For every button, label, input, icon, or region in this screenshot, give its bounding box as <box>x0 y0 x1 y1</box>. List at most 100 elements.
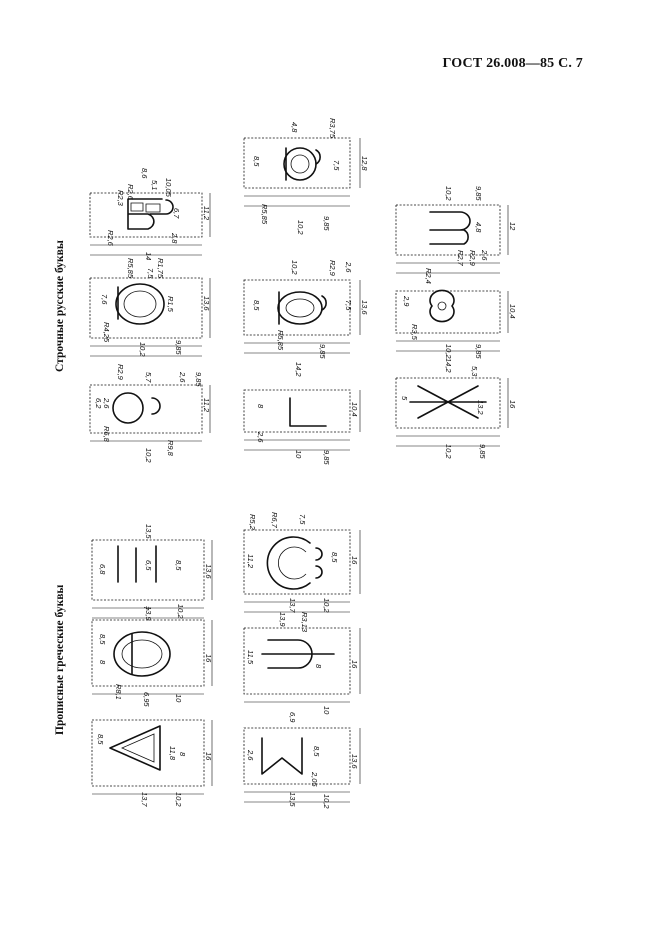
dim-greek-c-3: 11,2 <box>246 554 255 569</box>
dim-sm-4: 12,8 <box>360 156 369 171</box>
dim-ph-8: 14,2 <box>294 362 303 377</box>
glyph-greek-o <box>113 631 171 677</box>
dim-b-5: R2,6 <box>106 230 115 247</box>
dim-greek-w-6: 10,2 <box>322 794 331 809</box>
frame-greek-i <box>91 539 205 601</box>
frame-greek-o <box>91 619 205 687</box>
dim-greek-d-5: 10,2 <box>174 792 183 807</box>
dim-e-1: 5,7 <box>144 372 153 383</box>
dim-greek-o-1: 8,5 <box>98 634 107 645</box>
dim-greek-d-2: 8 <box>178 752 187 757</box>
dim-greek-c-5: 16 <box>350 556 359 565</box>
dim-zh-0: 14,2 <box>444 358 453 373</box>
dim-e-9: R9,8 <box>166 440 175 457</box>
dim-greek-d-0: 8,5 <box>96 734 105 745</box>
glyph-g <box>289 397 327 427</box>
glyph-greek-d <box>109 725 161 771</box>
dim-greek-o-5: 6,95 <box>142 692 151 707</box>
dim-zh-5: 10,2 <box>444 444 453 459</box>
dim-b-0: R2,3 <box>116 190 125 207</box>
frame-greek-c <box>243 529 351 595</box>
dim-o-2: R1,75 <box>156 258 165 279</box>
dim-greek-c-2: 7,5 <box>298 514 307 525</box>
dim-sm-5: R5,85 <box>260 204 269 225</box>
dim-ya-5: R2,9 <box>468 250 477 267</box>
dim-o-6: 13,6 <box>202 296 211 311</box>
dim-ph-5: 13,6 <box>360 300 369 315</box>
dim-ph-4: 7,5 <box>344 300 353 311</box>
dim-x-1: 2,9 <box>402 295 411 307</box>
dim-g-4: 9,85 <box>322 450 331 465</box>
dim-e-2: 2,6 <box>178 371 187 383</box>
dim-greek-c-0: R5,2 <box>248 514 257 531</box>
dim-greek-i-1: 6,8 <box>98 564 107 575</box>
dim-e-3: 9,85 <box>194 372 203 387</box>
dim-ph-6: R5,85 <box>276 330 285 351</box>
dim-greek-i-4: 13,6 <box>204 564 213 579</box>
dim-greek-o-4: R8,1 <box>114 684 123 700</box>
dim-greek-psi-3: 8 <box>314 664 323 669</box>
dim-ya-2: 4,8 <box>474 222 483 233</box>
glyph-sm <box>283 147 317 181</box>
dim-greek-c-4: 8,5 <box>330 552 339 563</box>
dim-greek-o-6: 10 <box>174 694 183 703</box>
dim-e-7: R6,8 <box>102 426 111 443</box>
dim-zh-4: 16 <box>508 400 517 409</box>
glyph-o <box>115 283 165 325</box>
dim-greek-c-7: 10,2 <box>322 598 331 613</box>
dim-greek-c-6: 13,7 <box>288 598 297 613</box>
dim-greek-d-3: 16 <box>204 752 213 761</box>
dim-e-5: 2,6 <box>102 397 111 409</box>
dim-b-8: 2,8 <box>170 232 179 244</box>
letter-glyphs <box>109 147 487 775</box>
glyph-greek-w <box>261 737 303 775</box>
dim-x-4: 10,2 <box>444 344 453 359</box>
dim-o-5: R1,5 <box>166 296 175 313</box>
dim-greek-i-3: 8,5 <box>174 560 183 571</box>
dim-greek-o-0: 13,9 <box>144 606 153 621</box>
dim-b-1: 8,6 <box>140 168 149 179</box>
glyph-greek-i <box>117 545 157 583</box>
dim-o-4: 7,6 <box>100 294 109 305</box>
dim-e-4: 6,2 <box>94 398 103 409</box>
frame-o <box>89 277 203 339</box>
dim-greek-i-6: 10,2 <box>176 604 185 619</box>
frame-greek-w <box>243 727 351 785</box>
dim-sm-6: 10,2 <box>296 220 305 235</box>
dim-greek-psi-1: R3,13 <box>300 612 309 633</box>
dim-greek-i-2: 6,5 <box>144 560 153 571</box>
dim-o-3: 7,5 <box>146 268 155 279</box>
dim-ya-0: 10,2 <box>444 186 453 201</box>
dim-b-3: 5,1 <box>150 180 159 190</box>
frame-ph <box>243 279 351 336</box>
dim-ph-3: 8,5 <box>252 300 261 311</box>
dim-zh-3: 13,2 <box>476 400 485 415</box>
frame-ya <box>395 204 501 256</box>
dim-g-3: 10 <box>294 450 303 459</box>
dim-greek-i-0: 13,5 <box>144 524 153 539</box>
dim-greek-psi-5: 10 <box>322 706 331 715</box>
dim-x-0: R2,4 <box>424 268 433 284</box>
page-header: ГОСТ 26.008—85 С. 7 <box>442 56 583 71</box>
dim-ya-6: 2,6 <box>480 249 489 261</box>
glyph-b <box>127 198 174 230</box>
dim-greek-d-4: 13,7 <box>140 792 149 807</box>
glyph-greek-c <box>266 536 311 590</box>
frame-sm <box>243 137 351 189</box>
dim-greek-psi-0: 13,9 <box>278 612 287 627</box>
dim-g-1: 10,4 <box>350 402 359 417</box>
dim-x-3: R3,5 <box>410 324 419 341</box>
dim-o-1: 14 <box>144 252 153 260</box>
glyph-zh <box>409 385 487 419</box>
dim-greek-w-4: 2,05 <box>310 771 319 787</box>
dim-sm-2: 8,5 <box>252 156 261 167</box>
glyph-e <box>112 392 161 424</box>
dim-greek-c-1: R6,7 <box>270 512 279 529</box>
dim-greek-psi-2: 11,5 <box>246 650 255 665</box>
dim-greek-w-1: 2,6 <box>246 749 255 761</box>
dim-sm-7: 9,85 <box>322 216 331 231</box>
dim-sm-1: R3,75 <box>328 118 337 139</box>
dim-ya-3: 12 <box>508 222 517 231</box>
dim-e-6: 11,2 <box>202 398 211 413</box>
frame-b <box>89 192 203 238</box>
